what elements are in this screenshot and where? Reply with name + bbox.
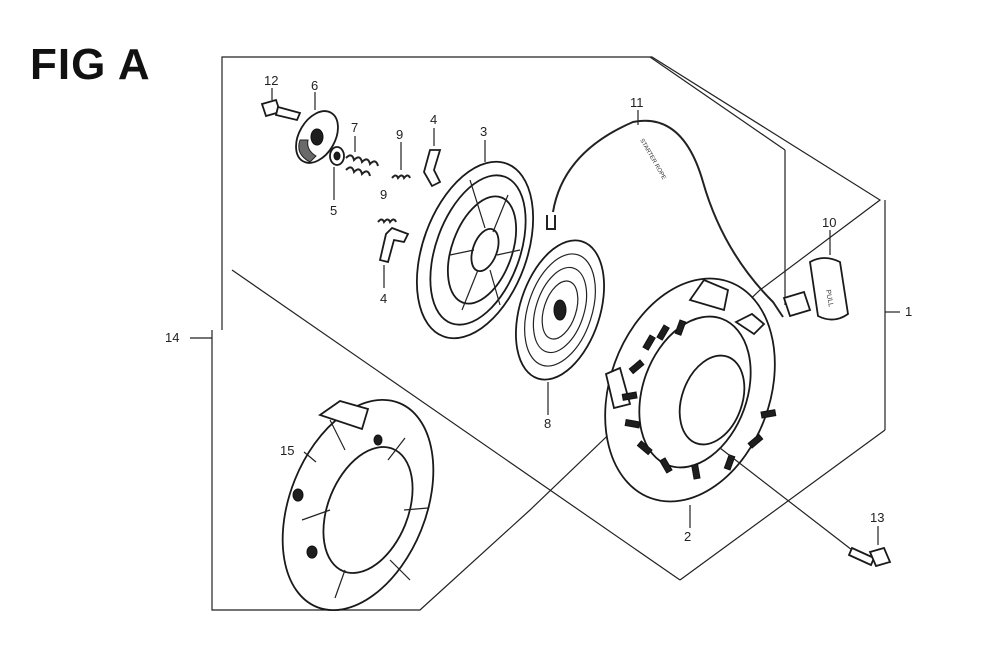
starter-case-2 [604,277,777,528]
callout-10: 10 [822,215,836,230]
callout-7: 7 [351,120,358,135]
callout-11: 11 [630,95,644,110]
callout-9-lower: 9 [380,187,387,202]
callout-12: 12 [264,73,278,88]
ratchet-6 [295,92,339,164]
bolt-12 [260,88,302,122]
callout-15: 15 [280,443,294,458]
grip-print: PULL [824,289,834,308]
recoil-spring-8 [515,239,605,415]
spring-9-upper [391,142,411,180]
pawl-4-upper [423,128,442,188]
starter-grip-10: PULL [782,230,849,321]
callout-1: 1 [905,304,912,319]
callout-9-upper: 9 [396,127,403,142]
callout-labels: 1 2 3 4 4 5 6 7 8 9 9 10 11 12 13 14 15 [165,73,912,544]
callout-4-upper: 4 [430,112,437,127]
callout-14: 14 [165,330,179,345]
callout-8: 8 [544,416,551,431]
figure-title: FIG A [30,40,151,89]
spring-7 [345,136,379,177]
callout-13: 13 [870,510,884,525]
callout-5: 5 [330,203,337,218]
flange-bolt-13 [719,447,892,568]
callout-2: 2 [684,529,691,544]
spring-9-lower [377,218,397,224]
rope-print: STARTER ROPE [638,138,666,181]
washer-5 [329,146,345,200]
starter-cover-15 [281,398,435,612]
pawl-4-lower [378,226,410,288]
callout-6: 6 [311,78,318,93]
callout-3: 3 [480,124,487,139]
pulley-reel-3 [415,140,535,340]
callout-4-lower: 4 [380,291,387,306]
